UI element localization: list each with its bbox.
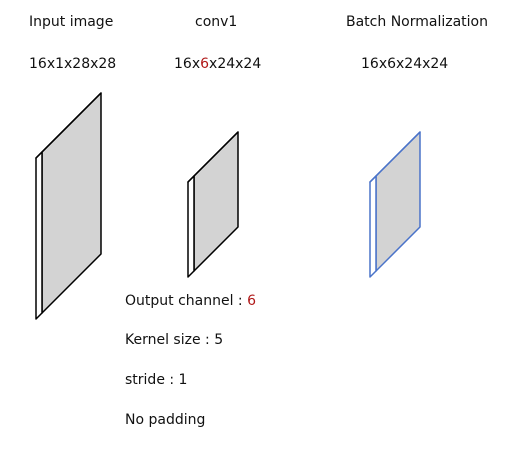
input-image-face (41, 92, 102, 314)
input-image-block (35, 92, 102, 320)
stride-text: stride : 1 (125, 372, 188, 388)
batch-norm-face (375, 131, 421, 272)
batch-norm-shape: 16x6x24x24 (361, 56, 449, 72)
conv1-block (187, 131, 239, 278)
input-image-shape: 16x1x28x28 (29, 56, 117, 72)
output-channel-text: Output channel : 6 (125, 293, 256, 309)
conv1-face (193, 131, 239, 272)
conv1-shape-prefix: 16x (174, 56, 201, 72)
batch-norm-block (369, 131, 421, 278)
conv1-shape-suffix: x24x24 (209, 56, 262, 72)
batch-norm-title: Batch Normalization (346, 14, 488, 30)
input-image-top (35, 92, 102, 159)
output-channel-value: 6 (247, 293, 257, 309)
conv1-title: conv1 (195, 14, 238, 30)
conv1-channel-highlight: 6 (200, 56, 210, 72)
conv1-shape: 16x6x24x24 (174, 56, 261, 72)
conv1-top (187, 131, 239, 183)
padding-text: No padding (125, 412, 206, 428)
input-image-title: Input image (29, 14, 114, 30)
kernel-size-text: Kernel size : 5 (125, 332, 224, 348)
conv1-side (187, 175, 195, 278)
batch-norm-side (369, 175, 377, 278)
input-image-side (35, 151, 43, 320)
batch-norm-top (369, 131, 421, 183)
output-channel-label: Output channel : (125, 293, 248, 309)
